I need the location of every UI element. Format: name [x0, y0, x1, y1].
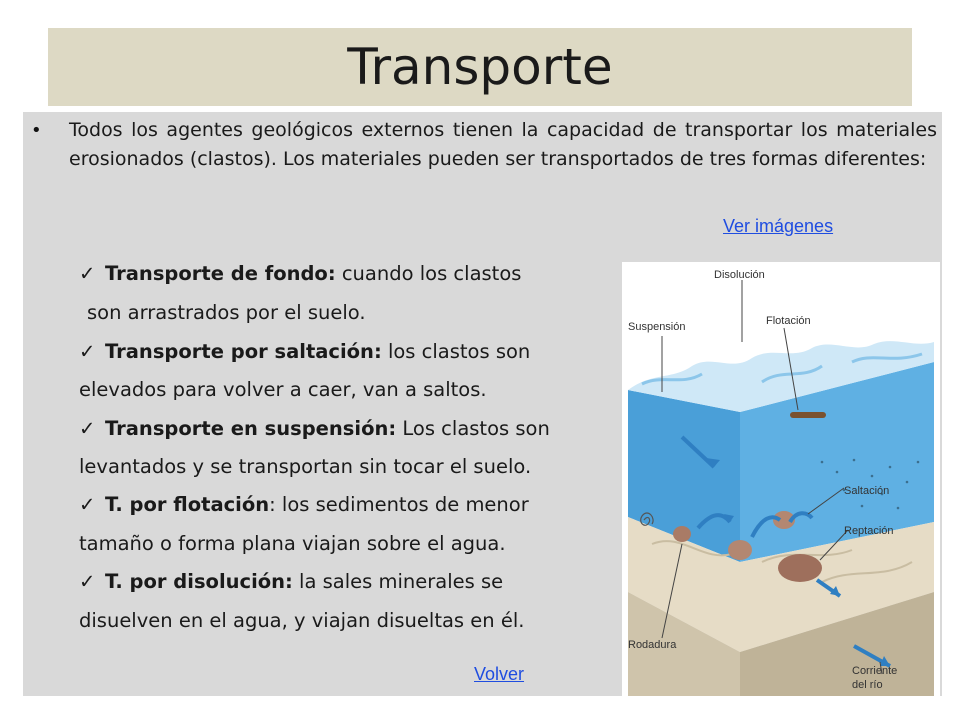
item-text: la sales minerales se — [292, 570, 504, 593]
item-text: los clastos son — [381, 340, 531, 363]
item-text: Los clastos son — [396, 417, 550, 440]
label-reptacion: Reptación — [844, 525, 894, 537]
river-transport-illustration: Disolución Suspensión Flotación Saltació… — [622, 262, 940, 696]
figure-labels: Disolución Suspensión Flotación Saltació… — [628, 269, 897, 691]
item-text: : los sedimentos de menor — [269, 493, 529, 516]
intro-paragraph: Todos los agentes geológicos externos ti… — [69, 119, 937, 170]
volver-link[interactable]: Volver — [474, 664, 525, 684]
title-band: Transporte — [48, 28, 912, 106]
item-term: T. por disolución: — [105, 570, 293, 593]
ver-imagenes-link[interactable]: Ver imágenes — [723, 216, 834, 236]
content-panel: • Todos los agentes geológicos externos … — [23, 112, 942, 696]
slide-title: Transporte — [347, 38, 613, 96]
item-continuation: tamaño o forma plana viajan sobre el agu… — [79, 532, 506, 555]
water-front-face — [628, 390, 740, 562]
checkmark-icon: ✓ — [79, 570, 96, 593]
list-item: ✓ T. por disolución: la sales minerales s… — [79, 570, 503, 593]
list-item: ✓ Transporte por saltación: los clastos s… — [79, 340, 530, 363]
pebble — [673, 526, 691, 542]
checkmark-icon: ✓ — [79, 262, 96, 285]
item-term: Transporte por saltación: — [105, 340, 382, 363]
item-term: Transporte de fondo: — [105, 262, 336, 285]
item-continuation: levantados y se transportan sin tocar el… — [79, 455, 532, 478]
list-item: ✓ Transporte en suspensión: Los clastos s… — [79, 417, 550, 440]
item-continuation: disuelven en el agua, y viajan disueltas… — [79, 609, 525, 632]
item-continuation: elevados para volver a caer, van a salto… — [79, 378, 487, 401]
label-corriente: Corriente — [852, 665, 897, 677]
floating-log — [790, 412, 826, 418]
suspended-particles — [820, 458, 920, 510]
label-disolucion: Disolución — [714, 269, 765, 281]
list-item: ✓ Transporte de fondo: cuando los clastos — [79, 262, 521, 285]
item-term: T. por flotación — [105, 493, 270, 516]
sediment-front-wall — [628, 592, 740, 696]
item-term: Transporte en suspensión: — [105, 417, 397, 440]
arrow-heads — [706, 458, 890, 666]
checkmark-icon: ✓ — [79, 417, 96, 440]
pebble — [773, 511, 795, 529]
label-del-rio: del río — [852, 679, 883, 691]
dissolution-spiral — [640, 512, 654, 526]
sediment-side-wall — [740, 592, 934, 696]
large-pebble — [778, 554, 822, 582]
checkmark-icon: ✓ — [79, 340, 96, 363]
label-saltacion: Saltación — [844, 485, 889, 497]
label-flotacion: Flotación — [766, 315, 811, 327]
flow-arrows — [680, 435, 891, 668]
label-rodadura: Rodadura — [628, 639, 677, 651]
label-suspension: Suspensión — [628, 321, 686, 333]
list-item: ✓ T. por flotación: los sedimentos de men… — [79, 493, 529, 516]
item-continuation: son arrastrados por el suelo. — [87, 301, 366, 324]
item-text: cuando los clastos — [335, 262, 522, 285]
bullet-dot-icon: • — [31, 120, 42, 141]
sediment-bed — [628, 517, 934, 652]
leader-lines — [661, 280, 883, 675]
checkmark-icon: ✓ — [79, 493, 96, 516]
pebble — [728, 540, 752, 560]
